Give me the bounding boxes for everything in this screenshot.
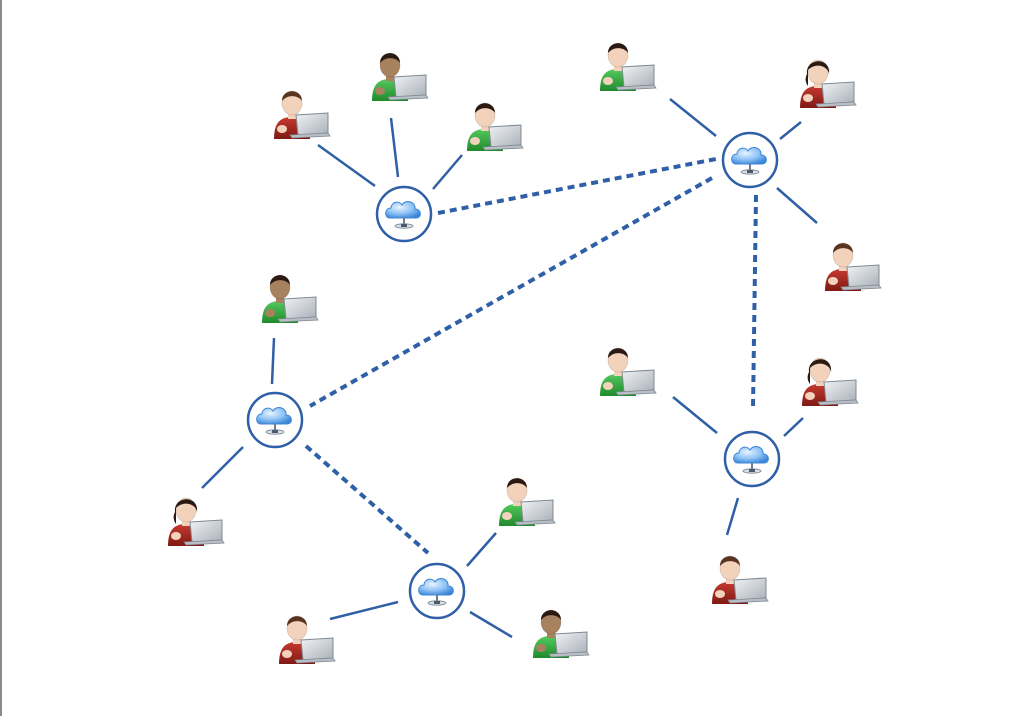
user-node-u8[interactable] — [168, 497, 225, 546]
person-with-laptop-icon — [800, 59, 857, 108]
person-with-laptop-icon — [802, 357, 859, 406]
person-with-laptop-icon — [533, 609, 590, 658]
person-with-laptop-icon — [712, 555, 769, 604]
person-with-laptop-icon — [372, 52, 429, 101]
spoke-link-u12 — [672, 396, 718, 434]
person-with-laptop-icon — [262, 274, 319, 323]
cloud-server-icon — [385, 201, 421, 229]
user-node-u9[interactable] — [499, 477, 556, 526]
person-with-laptop-icon — [600, 347, 657, 396]
spoke-link-u1 — [317, 143, 376, 188]
hub-node-hub-4[interactable] — [408, 562, 466, 620]
hub-node-hub-5[interactable] — [723, 430, 781, 488]
person-with-laptop-icon — [274, 90, 331, 139]
cloud-server-icon — [731, 147, 767, 175]
spoke-link-u10 — [469, 610, 513, 639]
spoke-link-u11 — [329, 600, 399, 621]
hub-node-hub-2[interactable] — [721, 131, 779, 189]
spoke-link-u13 — [783, 417, 804, 437]
nodes-layer — [168, 42, 882, 664]
dashed-link-hub-2-hub-3 — [309, 176, 713, 408]
user-node-u5[interactable] — [800, 59, 857, 108]
person-with-laptop-icon — [499, 477, 556, 526]
spoke-link-u9 — [466, 532, 497, 567]
person-with-laptop-icon — [279, 615, 336, 664]
spoke-link-u8 — [201, 446, 244, 489]
user-node-u6[interactable] — [825, 242, 882, 291]
links-layer — [201, 98, 818, 639]
user-node-u10[interactable] — [533, 609, 590, 658]
spoke-link-u3 — [432, 154, 463, 190]
user-node-u11[interactable] — [279, 615, 336, 664]
left-border — [0, 0, 2, 716]
spoke-link-u6 — [776, 187, 818, 224]
spoke-link-u14 — [725, 497, 740, 536]
person-with-laptop-icon — [168, 497, 225, 546]
user-node-u7[interactable] — [262, 274, 319, 323]
hub-node-hub-3[interactable] — [246, 391, 304, 449]
cloud-server-icon — [256, 407, 292, 435]
person-with-laptop-icon — [467, 102, 524, 151]
hub-node-hub-1[interactable] — [375, 185, 433, 243]
dashed-link-hub-2-hub-5 — [751, 194, 758, 410]
user-node-u4[interactable] — [600, 42, 657, 91]
cloud-server-icon — [733, 446, 769, 474]
user-node-u2[interactable] — [372, 52, 429, 101]
spoke-link-u4 — [669, 98, 717, 137]
spoke-link-u2 — [389, 117, 400, 178]
spoke-link-u5 — [779, 121, 802, 140]
dashed-link-hub-3-hub-4 — [304, 444, 430, 555]
user-node-u13[interactable] — [802, 357, 859, 406]
user-node-u14[interactable] — [712, 555, 769, 604]
spoke-link-u7 — [270, 337, 276, 385]
person-with-laptop-icon — [825, 242, 882, 291]
user-node-u1[interactable] — [274, 90, 331, 139]
cloud-server-icon — [418, 578, 454, 606]
user-node-u3[interactable] — [467, 102, 524, 151]
user-node-u12[interactable] — [600, 347, 657, 396]
dashed-link-hub-1-hub-2 — [437, 157, 717, 215]
person-with-laptop-icon — [600, 42, 657, 91]
